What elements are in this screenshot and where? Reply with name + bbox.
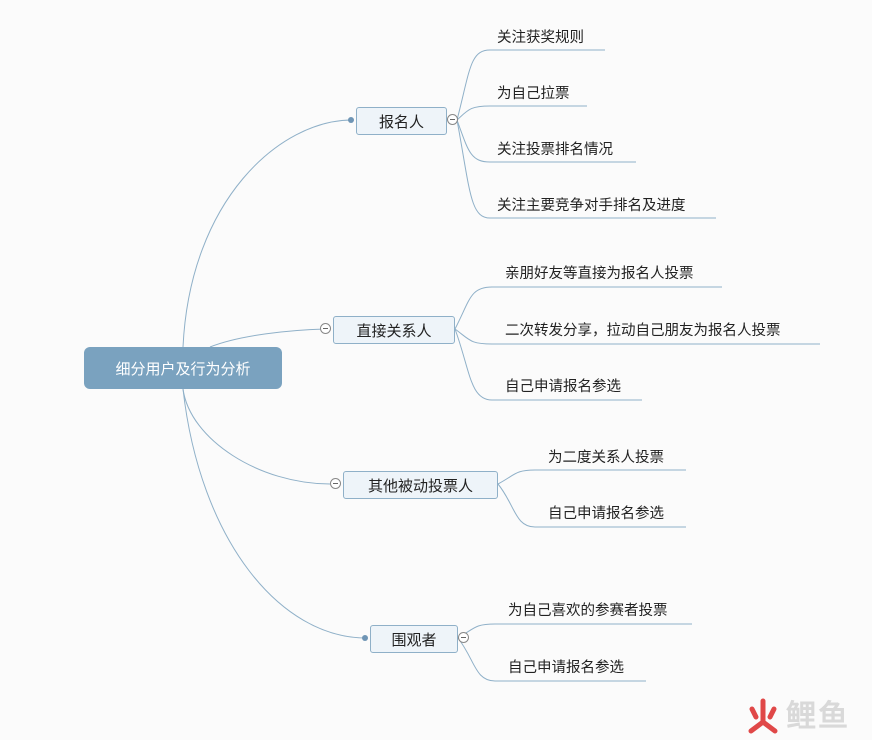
leaf-node[interactable]: 为二度关系人投票 <box>548 450 664 466</box>
connector-b1-l2 <box>456 105 587 121</box>
connector-b1-l3 <box>456 119 636 163</box>
leaf-node[interactable]: 自己申请报名参选 <box>548 506 664 522</box>
branch-node-label: 直接关系人 <box>356 321 432 340</box>
branch-anchor-dot <box>362 635 368 641</box>
branch-node-label: 其他被动投票人 <box>367 476 473 495</box>
leaf-node[interactable]: 二次转发分享，拉动自己朋友为报名人投票 <box>505 323 781 339</box>
connector-b4-l1 <box>457 623 692 639</box>
branch-node-3[interactable]: 其他被动投票人 <box>343 471 498 499</box>
root-node[interactable]: 细分用户及行为分析 <box>84 347 282 389</box>
leaf-node[interactable]: 自己申请报名参选 <box>508 660 624 676</box>
collapse-toggle-icon[interactable] <box>458 632 469 643</box>
connector-b3-l1 <box>497 469 686 485</box>
connector-b2-l3 <box>454 328 642 401</box>
leaf-node[interactable]: 关注获奖规则 <box>497 30 584 46</box>
root-node-label: 细分用户及行为分析 <box>115 359 251 378</box>
leaf-node[interactable]: 亲朋好友等直接为报名人投票 <box>505 266 694 282</box>
connector-root-branch-3 <box>182 388 331 485</box>
connector-b2-l1 <box>454 286 722 330</box>
branch-node-label: 围观者 <box>391 630 437 649</box>
leaf-node[interactable]: 关注投票排名情况 <box>497 142 613 158</box>
leaf-node[interactable]: 为自己拉票 <box>497 86 570 102</box>
connector-b3-l2 <box>497 483 686 528</box>
watermark-text: 鲤鱼 <box>786 699 850 734</box>
branch-node-1[interactable]: 报名人 <box>356 107 447 135</box>
connector-b4-l2 <box>457 637 646 682</box>
collapse-toggle-icon[interactable] <box>320 323 331 334</box>
collapse-toggle-icon[interactable] <box>330 478 341 489</box>
connector-b1-l1 <box>456 49 605 121</box>
connector-root-branch-2 <box>209 328 326 348</box>
connector-b2-l2 <box>454 328 820 345</box>
leaf-node[interactable]: 关注主要竞争对手排名及进度 <box>497 198 686 214</box>
branch-node-label: 报名人 <box>378 112 424 131</box>
branch-anchor-dot <box>348 117 354 123</box>
leaf-node[interactable]: 为自己喜欢的参赛者投票 <box>508 603 668 619</box>
leaf-node[interactable]: 自己申请报名参选 <box>505 379 621 395</box>
connector-root-branch-4 <box>182 388 367 639</box>
watermark-logo: 鲤鱼 <box>744 698 850 734</box>
connector-root-branch-1 <box>182 119 353 348</box>
fire-logo-icon <box>748 698 778 734</box>
branch-node-2[interactable]: 直接关系人 <box>333 316 455 344</box>
connector-b1-l4 <box>456 119 716 219</box>
branch-node-4[interactable]: 围观者 <box>370 625 458 653</box>
collapse-toggle-icon[interactable] <box>447 114 458 125</box>
